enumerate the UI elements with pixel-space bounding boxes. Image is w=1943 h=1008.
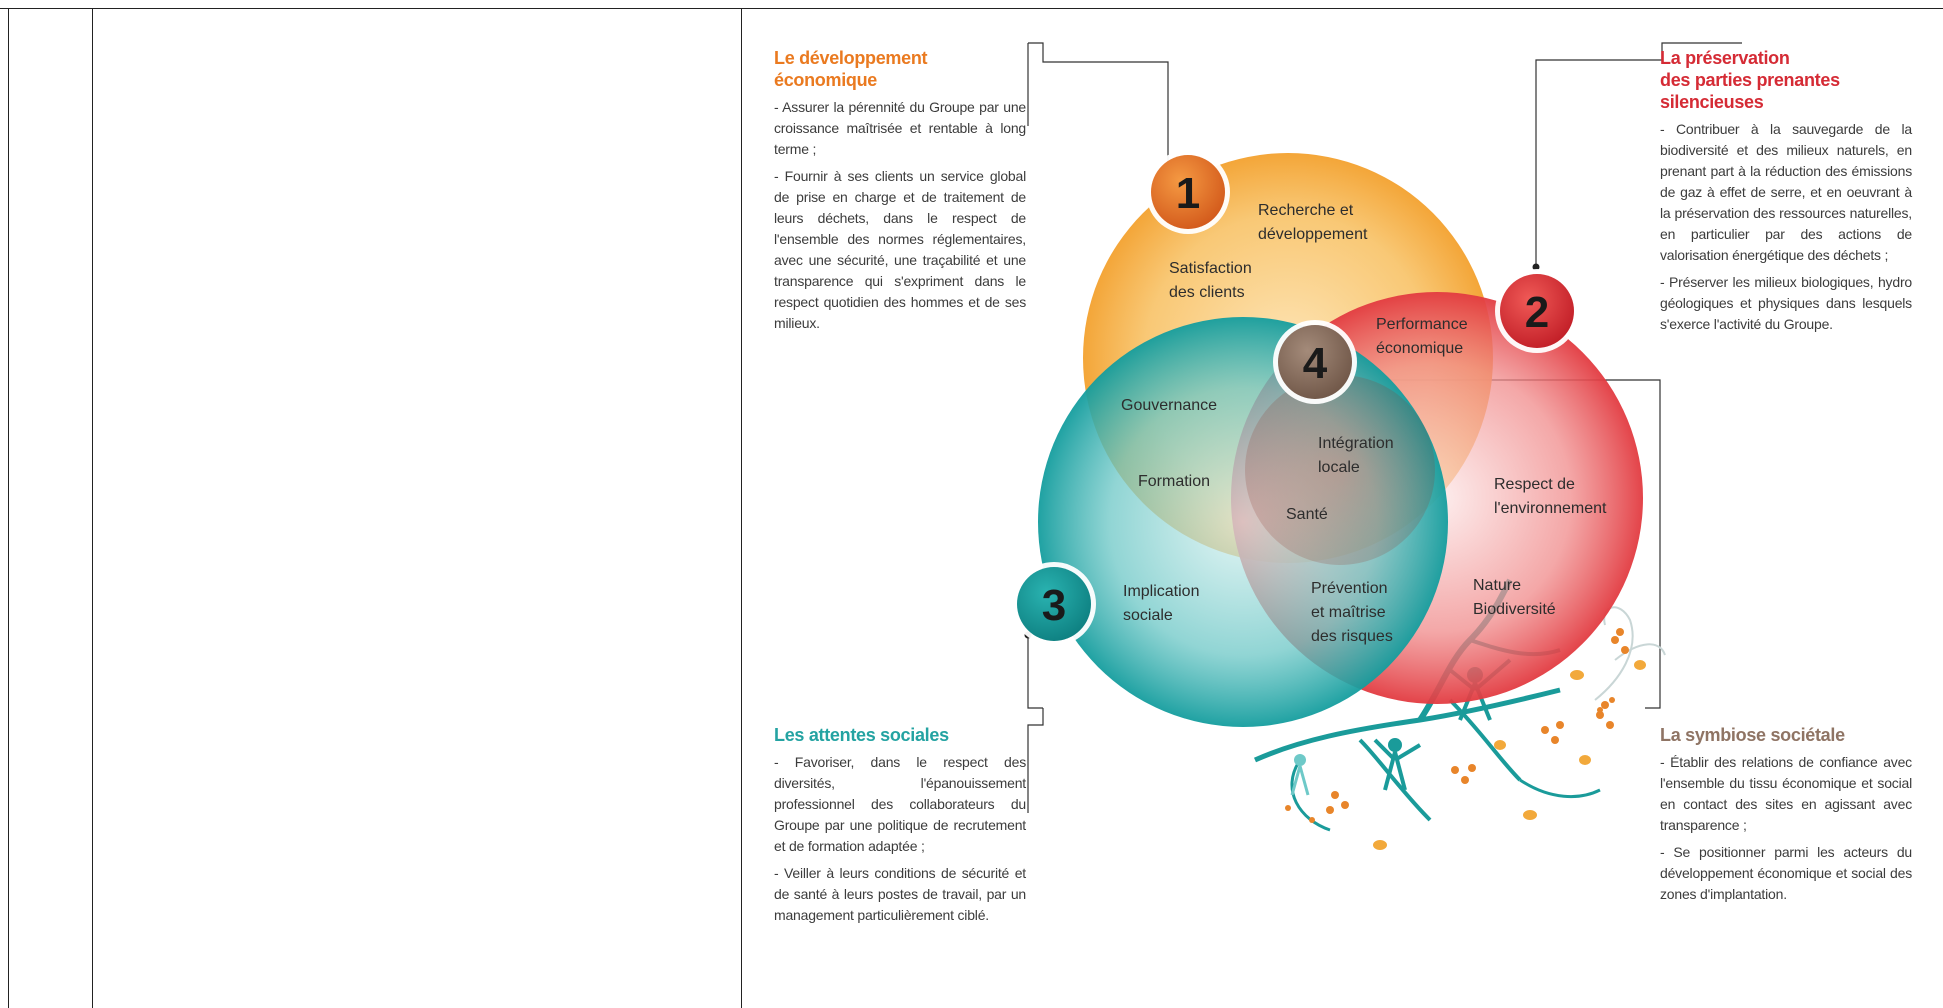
economic-paragraph-2: - Fournir à ses clients un service globa… <box>774 168 1026 331</box>
label-implication: Implication <box>1123 583 1199 600</box>
svg-text:économique: économique <box>1376 340 1463 357</box>
label-sante: Santé <box>1286 506 1328 523</box>
social-paragraph-1: - Favoriser, dans le respect des diversi… <box>774 754 1026 854</box>
svg-text:l'environnement: l'environnement <box>1494 500 1607 517</box>
symbiosis-title: La symbiose sociétale <box>1660 725 1845 745</box>
label-formation: Formation <box>1138 473 1210 490</box>
center-intersection <box>1245 375 1435 565</box>
table-column-border-2 <box>92 8 93 1008</box>
economic-paragraph-1: - Assurer la pérennité du Groupe par une… <box>774 99 1026 157</box>
svg-text:4: 4 <box>1303 339 1328 388</box>
label-satisfaction: Satisfaction <box>1169 260 1252 277</box>
badge-3: 3 <box>1012 562 1096 646</box>
svg-text:des risques: des risques <box>1311 628 1393 645</box>
connector-preservation <box>1661 42 1742 60</box>
svg-text:3: 3 <box>1042 581 1066 630</box>
table-column-border-3 <box>741 8 742 1008</box>
label-performance: Performance <box>1376 316 1468 333</box>
label-prevention: Prévention <box>1311 580 1388 597</box>
label-gouvernance: Gouvernance <box>1121 397 1217 414</box>
svg-text:et maîtrise: et maîtrise <box>1311 604 1386 621</box>
connector-economic <box>1028 42 1169 172</box>
svg-text:sociale: sociale <box>1123 607 1173 624</box>
label-integration: Intégration <box>1318 435 1394 452</box>
svg-text:Biodiversité: Biodiversité <box>1473 601 1556 618</box>
svg-text:développement: développement <box>1258 226 1368 243</box>
social-title: Les attentes sociales <box>774 725 949 745</box>
badge-4: 4 <box>1273 320 1357 404</box>
social-paragraph-2: - Veiller à leurs conditions de sécurité… <box>774 865 1026 923</box>
social-section: Les attentes sociales - Favoriser, dans … <box>774 724 1026 932</box>
symbiosis-section: La symbiose sociétale - Établir des rela… <box>1660 724 1912 911</box>
symbiosis-paragraph-2: - Se positionner parmi les acteurs du dé… <box>1660 844 1912 902</box>
svg-text:1: 1 <box>1176 169 1200 218</box>
preservation-paragraph-1: - Contribuer à la sauvegarde de la biodi… <box>1660 121 1912 263</box>
preservation-paragraph-2: - Préserver les milieux biologiques, hyd… <box>1660 274 1912 332</box>
label-nature: Nature <box>1473 577 1521 594</box>
diagram-labels: Recherche et développement Satisfaction … <box>1121 202 1607 645</box>
label-recherche: Recherche et <box>1258 202 1354 219</box>
badge-1: 1 <box>1146 150 1230 234</box>
table-top-border <box>0 8 1943 9</box>
badge-2: 2 <box>1495 269 1579 353</box>
label-respect: Respect de <box>1494 476 1575 493</box>
svg-text:des clients: des clients <box>1169 284 1245 301</box>
table-column-border-1 <box>8 8 9 1008</box>
svg-text:2: 2 <box>1525 288 1549 337</box>
symbiosis-paragraph-1: - Établir des relations de confiance ave… <box>1660 754 1912 833</box>
connector-social <box>1027 708 1044 813</box>
svg-text:locale: locale <box>1318 459 1360 476</box>
